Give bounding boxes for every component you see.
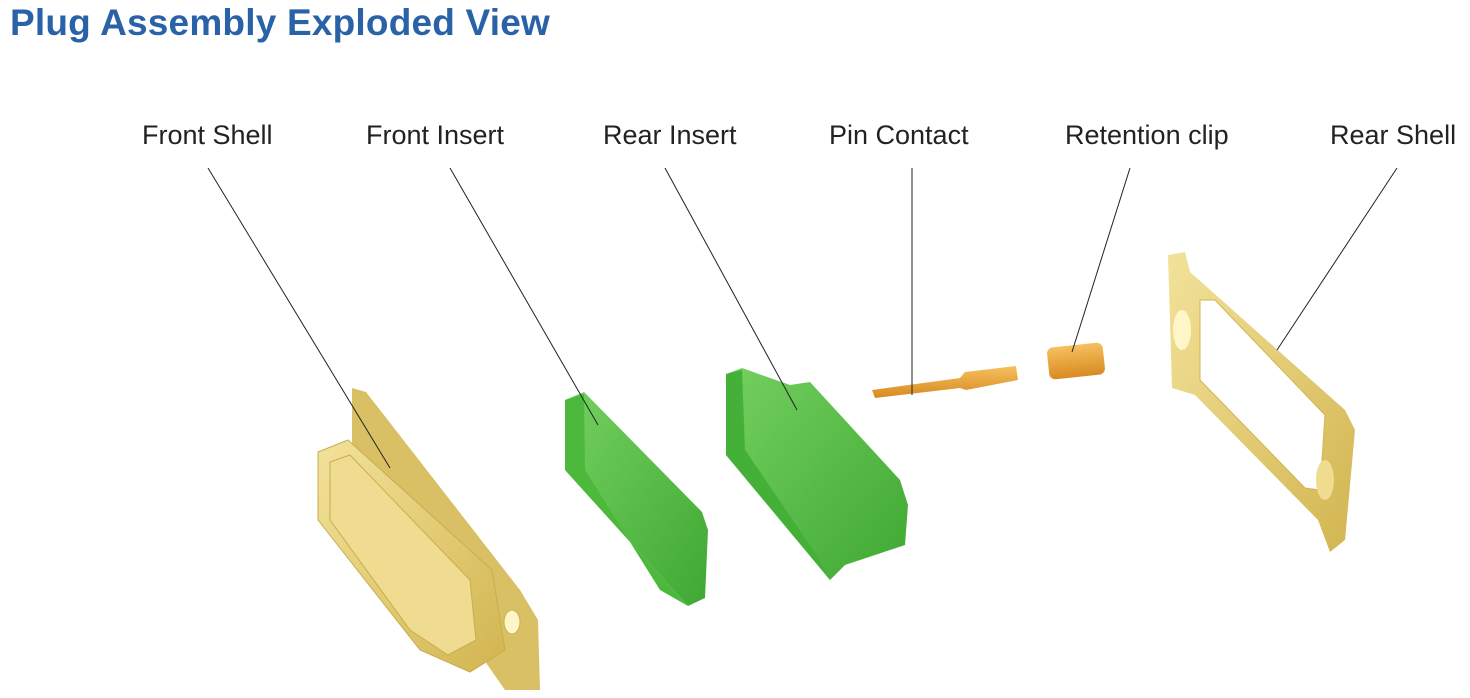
- rear-shell-part: [1168, 252, 1355, 552]
- retention-clip-part: [1047, 342, 1105, 380]
- leader-line-rear-insert: [664, 167, 798, 411]
- leader-line-retention-clip: [1071, 167, 1131, 353]
- leader-line-rear-shell: [1276, 167, 1398, 351]
- front-insert-part: [565, 392, 708, 606]
- pin-contact-part: [872, 366, 1018, 398]
- label-front-insert: Front Insert: [366, 120, 505, 150]
- page-title: Plug Assembly Exploded View: [10, 2, 551, 43]
- leader-line-front-insert: [449, 167, 599, 426]
- label-retention-clip: Retention clip: [1065, 120, 1229, 150]
- rear-insert-part: [726, 368, 908, 580]
- label-rear-insert: Rear Insert: [603, 120, 737, 150]
- label-pin-contact: Pin Contact: [829, 120, 969, 150]
- label-rear-shell: Rear Shell: [1330, 120, 1457, 150]
- leader-line-front-shell: [207, 167, 391, 469]
- label-front-shell: Front Shell: [142, 120, 273, 150]
- front-shell-part: [317, 388, 540, 690]
